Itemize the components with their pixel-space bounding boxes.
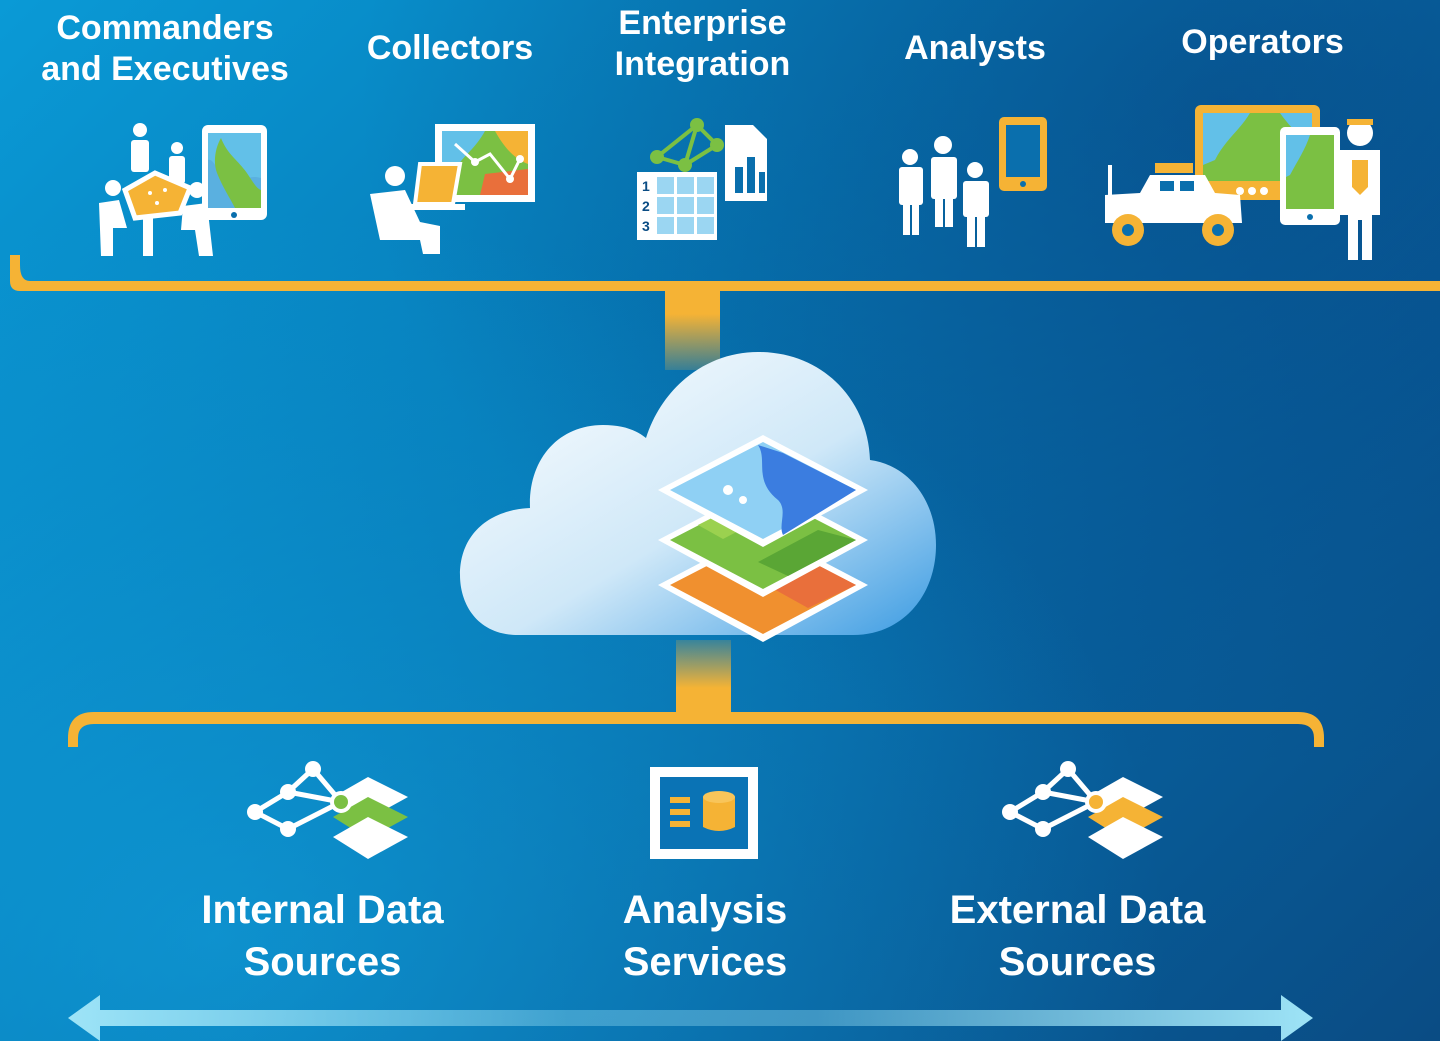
label-external-line1: External Data bbox=[949, 888, 1206, 932]
collector-laptop-icon bbox=[365, 124, 540, 264]
label-commanders: Commanders and Executives bbox=[20, 8, 310, 90]
svg-text:2: 2 bbox=[642, 198, 650, 214]
label-operators: Operators bbox=[1150, 22, 1375, 63]
label-analysis-line1: Analysis bbox=[622, 888, 788, 932]
top-vertical-connector bbox=[665, 290, 720, 370]
double-arrow-icon bbox=[68, 995, 1313, 1041]
internal-data-sources-icon bbox=[243, 757, 413, 867]
bottom-connector-bar bbox=[68, 712, 1324, 752]
label-internal-line1: Internal Data bbox=[201, 888, 444, 932]
svg-text:3: 3 bbox=[642, 218, 650, 234]
operators-vehicle-icon bbox=[1100, 105, 1390, 265]
label-internal-line2: Sources bbox=[243, 940, 402, 984]
analysts-phone-icon bbox=[895, 115, 1050, 250]
label-external-data-sources: External Data Sources bbox=[925, 884, 1230, 988]
top-connector-bar bbox=[0, 255, 1440, 305]
cloud-map-layers-icon bbox=[458, 350, 938, 650]
label-analysts: Analysts bbox=[880, 28, 1070, 69]
label-external-line2: Sources bbox=[998, 940, 1157, 984]
label-enterprise-line1: Enterprise bbox=[618, 4, 787, 42]
label-analysis-line2: Services bbox=[622, 940, 788, 984]
label-collectors: Collectors bbox=[350, 28, 550, 69]
external-data-sources-icon bbox=[998, 757, 1168, 867]
label-analysts-line1: Analysts bbox=[904, 29, 1046, 67]
label-enterprise-integration: Enterprise Integration bbox=[585, 3, 820, 85]
svg-text:1: 1 bbox=[642, 178, 650, 194]
label-internal-data-sources: Internal Data Sources bbox=[170, 884, 475, 988]
enterprise-integration-icon: 1 2 3 bbox=[635, 117, 780, 242]
bottom-vertical-connector bbox=[676, 640, 731, 720]
label-operators-line1: Operators bbox=[1181, 23, 1344, 61]
analysis-services-icon bbox=[648, 765, 760, 861]
label-commanders-line2: and Executives bbox=[41, 49, 289, 88]
label-commanders-line1: Commanders bbox=[56, 9, 274, 47]
label-collectors-line1: Collectors bbox=[366, 29, 534, 67]
label-enterprise-line2: Integration bbox=[614, 44, 791, 83]
commanders-meeting-icon bbox=[95, 118, 275, 258]
label-analysis-services: Analysis Services bbox=[585, 884, 825, 988]
